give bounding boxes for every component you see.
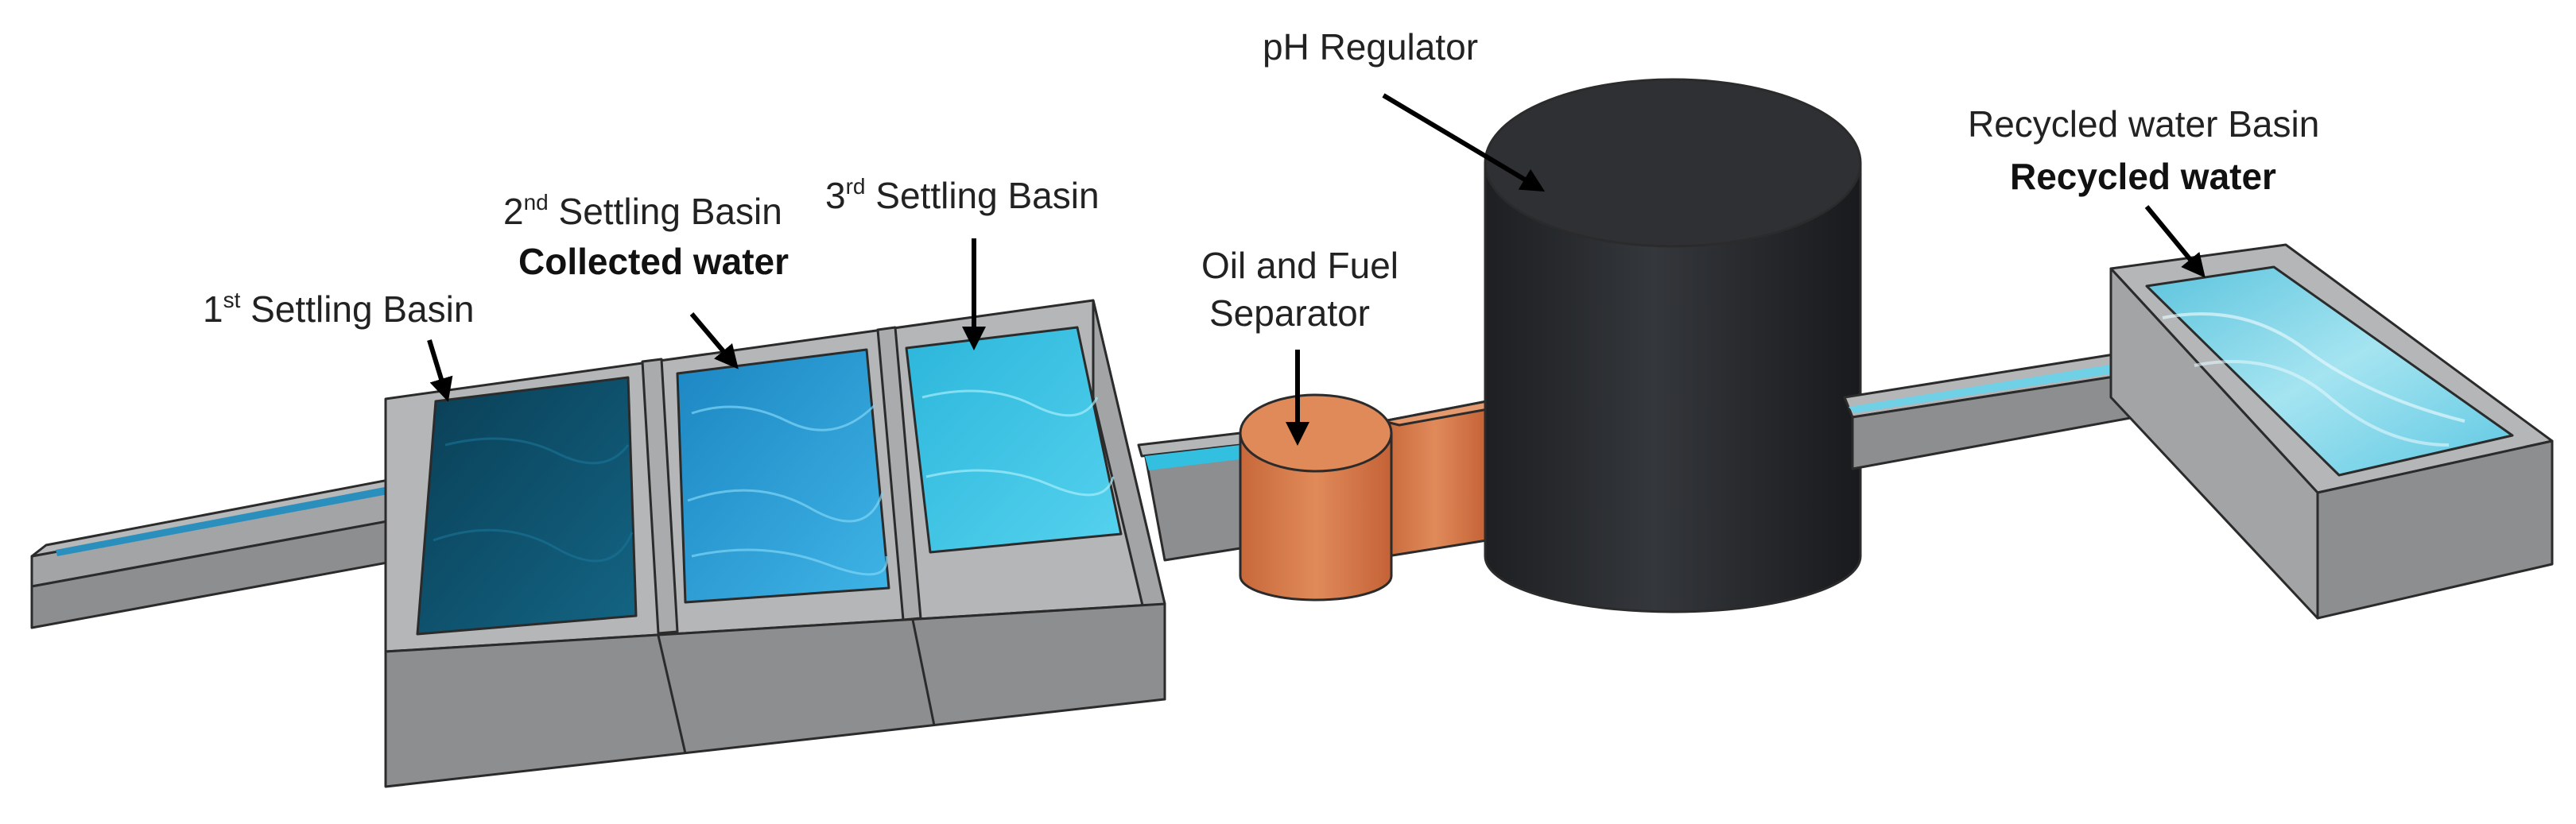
basin-3-water — [905, 326, 1123, 554]
connector-block — [1382, 400, 1503, 558]
basin-1-water — [416, 376, 638, 636]
oil-fuel-separator — [1239, 393, 1393, 602]
ph-regulator-tank — [1484, 78, 1862, 613]
label-ph-regulator: pH Regulator — [1263, 26, 1478, 68]
arrow-recycled-basin — [2144, 205, 2206, 278]
label-collected-water: Collected water — [518, 241, 789, 282]
inlet-channel — [30, 474, 415, 629]
label-basin-2: 2nd Settling Basin — [503, 190, 782, 232]
label-basin-3: 3rd Settling Basin — [825, 174, 1100, 216]
label-recycled-basin: Recycled water Basin — [1968, 103, 2319, 145]
arrow-basin-1 — [427, 339, 453, 402]
label-basin-1: 1st Settling Basin — [203, 288, 474, 330]
arrow-ph-regulator — [1382, 93, 1546, 192]
basin-2-water — [676, 348, 890, 604]
connector-channel-2 — [1843, 352, 2136, 470]
recycled-water-basin — [2109, 243, 2554, 620]
arrow-basin-2 — [689, 312, 739, 369]
label-separator-line2: Separator — [1209, 292, 1370, 334]
label-recycled-water: Recycled water — [2010, 156, 2276, 197]
connector-channel-1 — [1137, 431, 1242, 562]
label-separator-line1: Oil and Fuel — [1201, 245, 1399, 286]
